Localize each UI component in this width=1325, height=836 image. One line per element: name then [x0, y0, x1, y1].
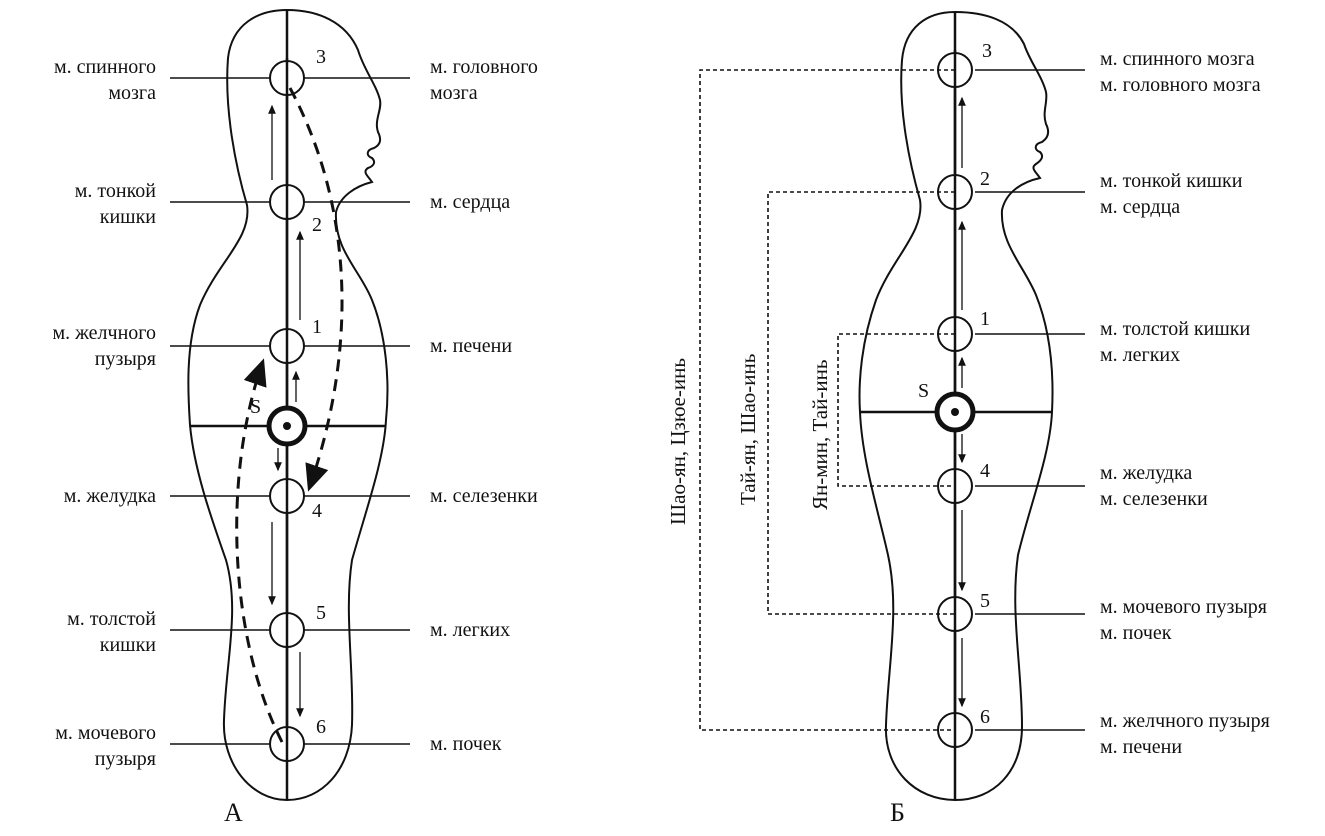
a-left-2-l2: кишки [20, 204, 156, 230]
a-left-6-l1: м. мочевого [20, 720, 156, 746]
a-right-label-2: м. сердца [430, 189, 510, 215]
b-4-l1: м. желудка [1100, 460, 1208, 486]
a-num-5: 5 [316, 602, 326, 624]
meridian-pair-3: Ян-мин, Тай-инь [808, 360, 833, 510]
b-num-5: 5 [980, 590, 990, 612]
a-left-label-4: м. желудка [20, 483, 156, 509]
a-left-label-1: м. желчного пузыря [20, 320, 156, 372]
b-6-l2: м. печени [1100, 734, 1270, 760]
b-2-l2: м. сердца [1100, 194, 1242, 220]
b-3-l1: м. спинного мозга [1100, 46, 1261, 72]
a-num-1: 1 [312, 316, 322, 338]
a-right-3-l2: мозга [430, 80, 538, 106]
a-left-5-l2: кишки [20, 632, 156, 658]
a-left-6-l2: пузыря [20, 746, 156, 772]
meridian-pair-2: Тай-ян, Шао-инь [736, 354, 761, 505]
a-num-3: 3 [316, 46, 326, 68]
a-num-2: 2 [312, 214, 322, 236]
a-left-1-l1: м. желчного [20, 320, 156, 346]
a-left-3-l2: мозга [20, 80, 156, 106]
b-label-3: м. спинного мозга м. головного мозга [1100, 46, 1261, 98]
b-3-l2: м. головного мозга [1100, 72, 1261, 98]
a-left-label-5: м. толстой кишки [20, 606, 156, 658]
a-left-label-6: м. мочевого пузыря [20, 720, 156, 772]
b-s-label: S [918, 380, 929, 402]
b-num-1: 1 [980, 308, 990, 330]
b-4-l2: м. селезенки [1100, 486, 1208, 512]
b-6-l1: м. желчного пузыря [1100, 708, 1270, 734]
b-num-4: 4 [980, 460, 990, 482]
a-left-3-l1: м. спинного [20, 54, 156, 80]
a-right-label-1: м. печени [430, 333, 512, 359]
b-5-l2: м. почек [1100, 620, 1267, 646]
b-label-5: м. мочевого пузыря м. почек [1100, 594, 1267, 646]
b-2-l1: м. тонкой кишки [1100, 168, 1242, 194]
a-right-label-5: м. легких [430, 617, 510, 643]
b-num-6: 6 [980, 706, 990, 728]
a-left-label-3: м. спинного мозга [20, 54, 156, 106]
b-1-l2: м. легких [1100, 342, 1250, 368]
b-label-1: м. толстой кишки м. легких [1100, 316, 1250, 368]
a-num-4: 4 [312, 500, 322, 522]
a-num-6: 6 [316, 716, 326, 738]
panel-a-figure [170, 10, 410, 800]
b-num-2: 2 [980, 168, 990, 190]
meridian-pair-1: Шао-ян, Цзюе-инь [666, 358, 691, 525]
a-right-label-6: м. почек [430, 731, 502, 757]
b-5-l1: м. мочевого пузыря [1100, 594, 1267, 620]
b-label-6: м. желчного пузыря м. печени [1100, 708, 1270, 760]
panel-a-caption: А [224, 798, 243, 828]
b-label-4: м. желудка м. селезенки [1100, 460, 1208, 512]
b-label-2: м. тонкой кишки м. сердца [1100, 168, 1242, 220]
a-right-label-3: м. головного мозга [430, 54, 538, 106]
b-num-3: 3 [982, 40, 992, 62]
a-left-2-l1: м. тонкой [20, 178, 156, 204]
panel-b-caption: Б [890, 798, 905, 828]
a-left-label-2: м. тонкой кишки [20, 178, 156, 230]
b-1-l1: м. толстой кишки [1100, 316, 1250, 342]
a-left-1-l2: пузыря [20, 346, 156, 372]
a-right-3-l1: м. головного [430, 54, 538, 80]
a-right-label-4: м. селезенки [430, 483, 538, 509]
a-s-label: S [250, 396, 261, 418]
a-left-5-l1: м. толстой [20, 606, 156, 632]
